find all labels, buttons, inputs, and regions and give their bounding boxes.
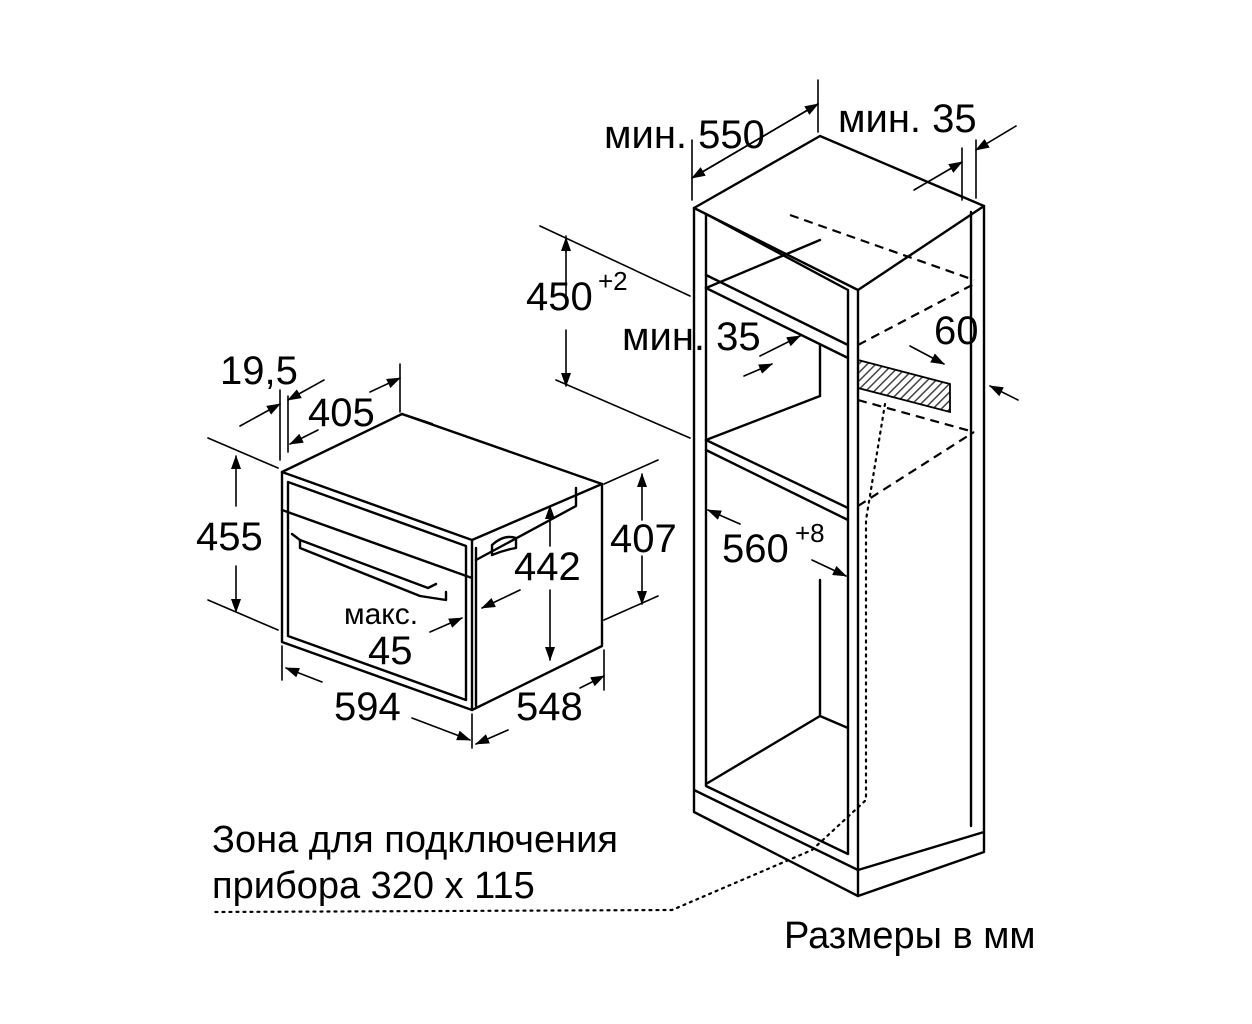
oven-appliance: [280, 412, 604, 712]
connection-zone-line2: прибора 320 x 115: [212, 865, 535, 907]
dim-vent-depth-label: 60: [934, 309, 979, 353]
dim-body-depth-label: 548: [516, 685, 583, 729]
dim-niche-width-tolerance: +8: [795, 518, 825, 548]
dim-vent-depth: 60: [909, 309, 1019, 401]
dim-niche-height: 450 +2: [526, 225, 691, 439]
dim-inner-height: 442: [514, 505, 581, 661]
dim-front-width-label: 594: [334, 685, 401, 729]
connection-zone-line1: Зона для подключения: [212, 819, 618, 861]
dim-cabinet-top-gap-label: мин. 35: [838, 97, 977, 141]
units-note: Размеры в мм: [784, 915, 1035, 957]
dim-niche-width-label: 560: [722, 527, 789, 571]
dim-body-height-label: 407: [610, 517, 677, 561]
dim-niche-width: 560 +8: [707, 509, 847, 577]
dim-body-depth: 548: [475, 649, 605, 745]
dim-body-height: 407: [603, 459, 677, 621]
dim-niche-height-tolerance: +2: [598, 266, 628, 296]
dim-front-height: 455: [196, 437, 279, 631]
dim-max-offset: макс. 45: [344, 589, 521, 673]
dim-vent-gap: мин. 35: [622, 315, 801, 377]
dim-max-value: 45: [368, 629, 413, 673]
dim-panel-offset: 19,5: [220, 349, 325, 461]
dim-niche-height-label: 450: [526, 275, 593, 319]
dim-inner-height-label: 442: [514, 545, 581, 589]
dim-max-label: макс.: [344, 598, 418, 631]
tall-cabinet: [213, 134, 986, 914]
dim-cabinet-depth-label: мин. 550: [604, 113, 765, 157]
dim-front-width: 594: [281, 645, 473, 749]
dim-vent-gap-label: мин. 35: [622, 315, 761, 359]
dim-body-top-depth: 405: [289, 363, 401, 445]
dim-cabinet-top-gap: мин. 35: [838, 97, 1017, 201]
dim-panel-offset-label: 19,5: [220, 349, 298, 393]
dim-front-height-label: 455: [196, 515, 263, 559]
dim-cabinet-depth: мин. 550: [604, 79, 819, 201]
dim-body-top-depth-label: 405: [308, 391, 375, 435]
